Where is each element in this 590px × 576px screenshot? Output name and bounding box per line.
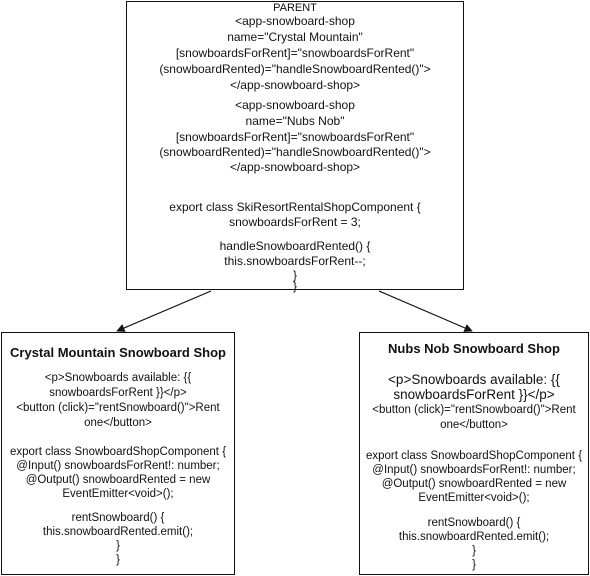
- nubs-nob-title: Nubs Nob Snowboard Shop: [388, 341, 560, 356]
- left-code-line: rentSnowboard() {: [71, 512, 165, 524]
- parent-code-line: snowboardsForRent = 3;: [229, 215, 361, 229]
- crystal-mountain-title: Crystal Mountain Snowboard Shop: [10, 345, 226, 360]
- parent-tag1-line: name="Crystal Mountain": [227, 30, 363, 44]
- parent-code-line: this.snowboardsForRent--;: [224, 254, 366, 268]
- parent-caption: PARENT: [273, 2, 317, 14]
- left-code-line: }: [116, 540, 120, 552]
- parent-tag2-line: <app-snowboard-shop: [235, 98, 355, 112]
- right-template-line: snowboardsForRent }}</p>: [393, 387, 555, 402]
- right-template-line: <p>Snowboards available: {{: [388, 372, 560, 387]
- right-code-line: EventEmitter<void>();: [418, 492, 530, 504]
- parent-tag1-line: (snowboardRented)="handleSnowboardRented…: [159, 62, 431, 76]
- left-template-line: <p>Snowboards available: {{: [44, 372, 192, 384]
- left-template-line: one</button>: [84, 417, 152, 429]
- right-code-line: export class SnowboardShopComponent {: [365, 450, 583, 462]
- left-code-line: @Output() snowboardRented = new: [25, 474, 211, 486]
- right-code-line: @Input() snowboardsForRent!: number;: [372, 464, 576, 476]
- parent-tag1-line: [snowboardsForRent]="snowboardsForRent": [175, 46, 415, 60]
- left-code-line: }: [116, 554, 120, 566]
- right-code-line: this.snowboardRented.emit();: [398, 531, 550, 543]
- parent-code-line: }: [292, 268, 297, 282]
- left-template-line: snowboardsForRent }}</p>: [49, 387, 187, 399]
- right-code-line: }: [472, 559, 476, 571]
- arrow-to-nubs-nob: [378, 290, 473, 332]
- left-code-line: @Input() snowboardsForRent!: number;: [16, 460, 220, 472]
- parent-component-box: PARENT <app-snowboard-shop name="Crystal…: [126, 1, 464, 293]
- right-template-line: one</button>: [440, 419, 508, 431]
- parent-code-line: handleSnowboardRented() {: [219, 239, 371, 253]
- parent-code-line: export class SkiResortRentalShopComponen…: [169, 200, 421, 214]
- parent-tag2-line: name="Nubs Nob": [245, 114, 345, 128]
- arrow-to-crystal-mountain: [116, 290, 212, 332]
- parent-tag1-line: <app-snowboard-shop: [235, 14, 355, 28]
- parent-tag2-line: (snowboardRented)="handleSnowboardRented…: [159, 145, 431, 159]
- crystal-mountain-component-box: Crystal Mountain Snowboard Shop <p>Snowb…: [1, 332, 235, 575]
- right-template-line: <button (click)="rentSnowboard()">Rent: [372, 404, 576, 416]
- nubs-nob-component-box: Nubs Nob Snowboard Shop <p>Snowboards av…: [359, 332, 589, 575]
- parent-tag2-line: [snowboardsForRent]="snowboardsForRent": [175, 130, 415, 144]
- left-code-line: this.snowboardRented.emit();: [42, 526, 194, 538]
- right-code-line: }: [472, 545, 476, 557]
- left-code-line: EventEmitter<void>();: [62, 488, 174, 500]
- parent-tag2-line: </app-snowboard-shop>: [229, 160, 361, 174]
- left-template-line: <button (click)="rentSnowboard()">Rent: [16, 402, 220, 414]
- right-code-line: @Output() snowboardRented = new: [381, 478, 567, 490]
- parent-code-line: }: [292, 279, 297, 293]
- parent-tag1-line: </app-snowboard-shop>: [229, 78, 361, 92]
- left-code-line: export class SnowboardShopComponent {: [9, 446, 227, 458]
- right-code-line: rentSnowboard() {: [427, 517, 521, 529]
